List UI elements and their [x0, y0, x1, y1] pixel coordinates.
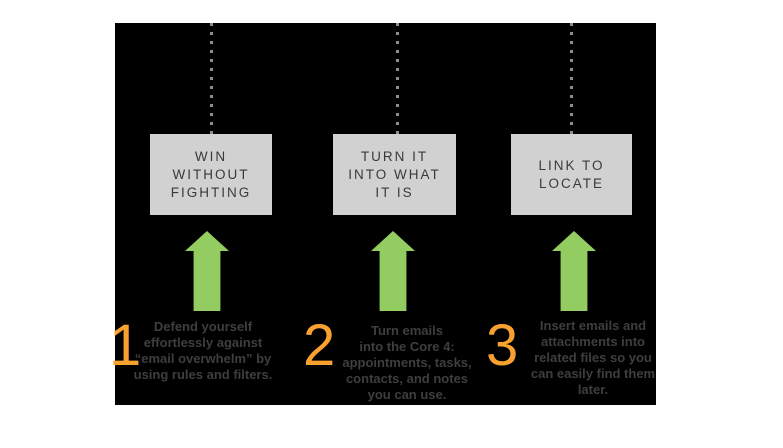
- step-1-description: Defend yourself effortlessly against “em…: [133, 319, 273, 382]
- up-arrow-icon: [185, 231, 229, 311]
- dotted-connector-line-3: [570, 23, 573, 134]
- dotted-connector-line-1: [210, 23, 213, 134]
- step-2-title-box: TURN IT INTO WHAT IT IS: [333, 134, 456, 215]
- step-3-title-box: LINK TO LOCATE: [511, 134, 632, 215]
- step-3-description: Insert emails and attachments into relat…: [530, 318, 656, 397]
- step-1-number: 1: [109, 313, 142, 378]
- dotted-connector-line-2: [396, 23, 399, 134]
- step-2-number: 2: [303, 313, 336, 378]
- infographic-panel: WIN WITHOUT FIGHTING 1 Defend yourself e…: [109, 23, 656, 405]
- step-2-title-label: TURN IT INTO WHAT IT IS: [348, 148, 441, 200]
- up-arrow-icon: [552, 231, 596, 311]
- step-1-title-label: WIN WITHOUT FIGHTING: [170, 148, 252, 200]
- step-3-title-label: LINK TO LOCATE: [538, 157, 605, 191]
- step-1-title-box: WIN WITHOUT FIGHTING: [150, 134, 272, 215]
- step-3-number: 3: [486, 313, 519, 378]
- up-arrow-icon: [371, 231, 415, 311]
- step-2-description: Turn emails into the Core 4: appointment…: [342, 323, 472, 402]
